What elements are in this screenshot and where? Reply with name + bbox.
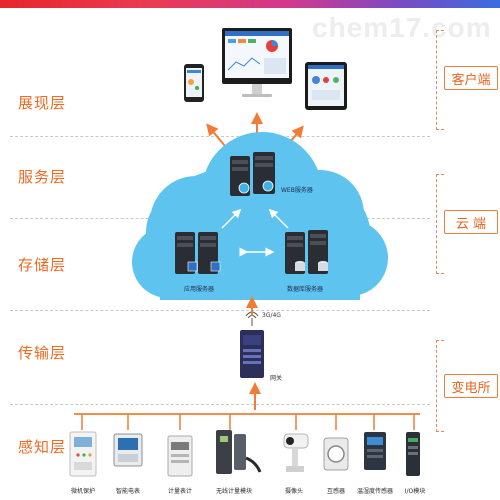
group-cloud: 云 端 xyxy=(444,210,498,234)
device-label-sensor: 温湿度传感器 xyxy=(356,488,393,495)
layer-sensing: 感知层 xyxy=(18,438,67,456)
bracket-cloud xyxy=(436,174,444,274)
web-server-label: WEB服务器 xyxy=(281,187,313,194)
gateway-icon xyxy=(240,330,264,378)
device-label-wireless: 无线计量模块 xyxy=(215,488,252,495)
arrow-app-to-web xyxy=(221,208,242,229)
wireless-module-icon xyxy=(216,430,262,474)
separator-1 xyxy=(10,136,430,137)
signal-label: 3G/4G xyxy=(262,312,281,319)
arrow-db-to-web xyxy=(268,208,289,229)
database-server-label: 数据库服务器 xyxy=(287,286,324,293)
group-client: 客户端 xyxy=(444,66,498,90)
monitor-icon xyxy=(222,28,292,97)
relay-protection-icon xyxy=(69,431,97,477)
bracket-client xyxy=(436,30,444,130)
device-label-meter: 计量表计 xyxy=(167,488,192,495)
tablet-icon xyxy=(305,62,347,110)
separator-4 xyxy=(10,404,430,405)
meter-icon xyxy=(167,435,193,477)
app-server-label: 应用服务器 xyxy=(184,286,215,293)
watermark: chem17.com xyxy=(312,12,492,43)
separator-3 xyxy=(10,310,430,311)
database-server-icon xyxy=(285,230,328,274)
gateway-label: 网关 xyxy=(270,375,283,382)
device-label-io: I/O模块 xyxy=(404,488,426,495)
top-gradient-bar xyxy=(0,0,500,8)
camera-icon xyxy=(283,433,309,472)
web-server-icon xyxy=(230,152,275,196)
layer-service: 服务层 xyxy=(18,168,67,186)
smart-meter-icon xyxy=(113,433,143,467)
layer-storage: 存储层 xyxy=(18,256,67,274)
layer-transport: 传输层 xyxy=(18,344,67,362)
io-module-icon xyxy=(406,432,420,476)
bracket-substation xyxy=(436,340,444,432)
device-label-smart-meter: 智能电表 xyxy=(115,488,140,495)
temperature-humidity-sensor-icon xyxy=(364,432,386,470)
layer-presentation: 展现层 xyxy=(18,94,67,112)
device-label-camera: 摄像头 xyxy=(284,488,303,495)
device-label-transformer: 互感器 xyxy=(326,488,345,495)
app-server-icon xyxy=(175,232,221,274)
group-substation: 变电所 xyxy=(444,374,498,398)
transformer-icon xyxy=(323,437,349,471)
phone-icon xyxy=(184,64,204,102)
device-label-relay: 微机保护 xyxy=(70,488,95,495)
